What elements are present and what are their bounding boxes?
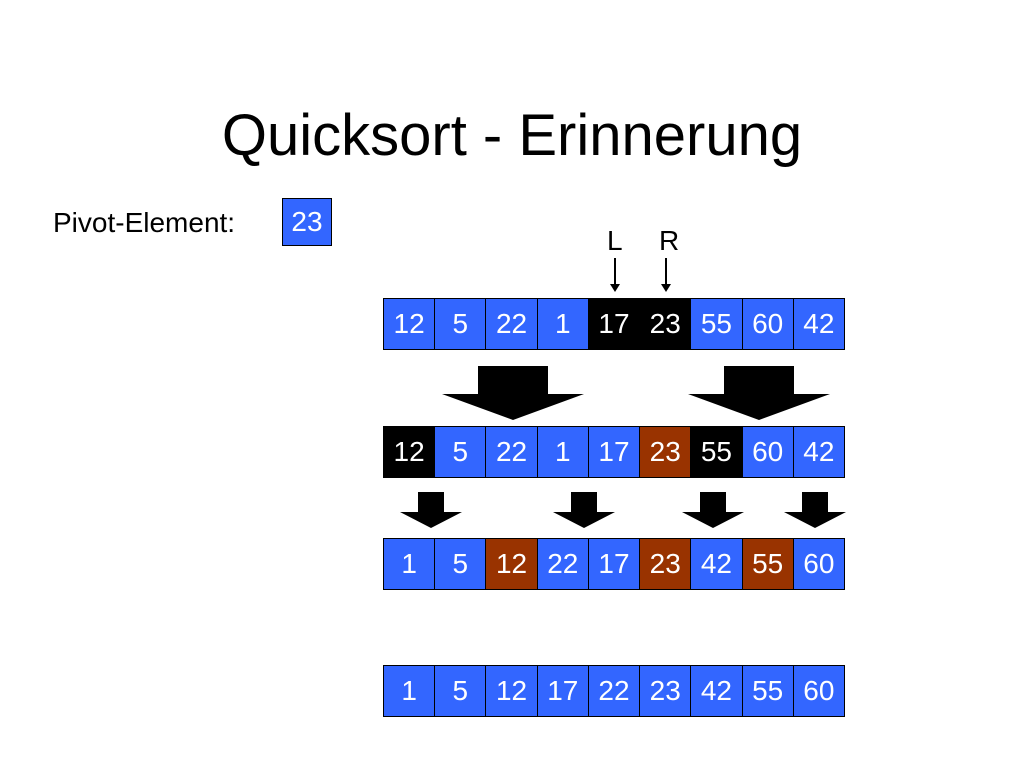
array-cell: 12 — [486, 539, 537, 589]
array-cell: 23 — [640, 299, 691, 349]
array-cell: 55 — [691, 427, 742, 477]
array-cell: 17 — [588, 427, 640, 477]
array-cell: 17 — [588, 299, 640, 349]
array-cell: 17 — [588, 539, 640, 589]
down-arrow-icon — [553, 492, 615, 528]
array-cell: 42 — [793, 427, 844, 477]
down-arrow-icon — [442, 366, 584, 420]
array-cell: 23 — [640, 427, 691, 477]
array-cell: 1 — [537, 299, 588, 349]
page-title: Quicksort - Erinnerung — [221, 103, 803, 168]
array-cell: 55 — [742, 539, 793, 589]
array-cell: 60 — [793, 666, 844, 716]
array-cell: 23 — [640, 666, 691, 716]
pivot-label: Pivot-Element: — [53, 207, 236, 238]
array-cell: 5 — [435, 666, 486, 716]
array-cell: 60 — [793, 539, 844, 589]
array-cell: 42 — [793, 299, 844, 349]
array-cell: 23 — [640, 539, 691, 589]
array-cell: 1 — [384, 666, 435, 716]
array-cell: 1 — [537, 427, 588, 477]
right-pointer-label: R — [659, 225, 680, 256]
left-pointer-label: L — [607, 225, 623, 256]
down-arrow-icon — [400, 492, 462, 528]
array-cell: 1 — [384, 539, 435, 589]
left-pointer-arrow-line — [614, 258, 616, 286]
right-pointer-arrow-line — [665, 258, 667, 286]
array-cell: 55 — [691, 299, 742, 349]
array-cell: 22 — [486, 299, 537, 349]
array-cell: 22 — [537, 539, 588, 589]
array-cell: 60 — [742, 299, 793, 349]
right-pointer-arrow-icon — [661, 284, 671, 292]
down-arrow-icon — [682, 492, 744, 528]
pivot-value: 23 — [282, 198, 332, 246]
array-cell: 5 — [435, 539, 486, 589]
array-cell: 12 — [384, 299, 435, 349]
array-cell: 5 — [435, 299, 486, 349]
array-cell: 60 — [742, 427, 793, 477]
array-cell: 55 — [742, 666, 793, 716]
left-pointer-arrow-icon — [610, 284, 620, 292]
down-arrow-icon — [784, 492, 846, 528]
array-cell: 42 — [691, 666, 742, 716]
array-cell: 22 — [486, 427, 537, 477]
down-arrow-icon — [688, 366, 830, 420]
array-cell: 22 — [588, 666, 640, 716]
array-cell: 5 — [435, 427, 486, 477]
array-cell: 12 — [486, 666, 537, 716]
array-cell: 12 — [384, 427, 435, 477]
array-cell: 17 — [537, 666, 588, 716]
array-cell: 42 — [691, 539, 742, 589]
